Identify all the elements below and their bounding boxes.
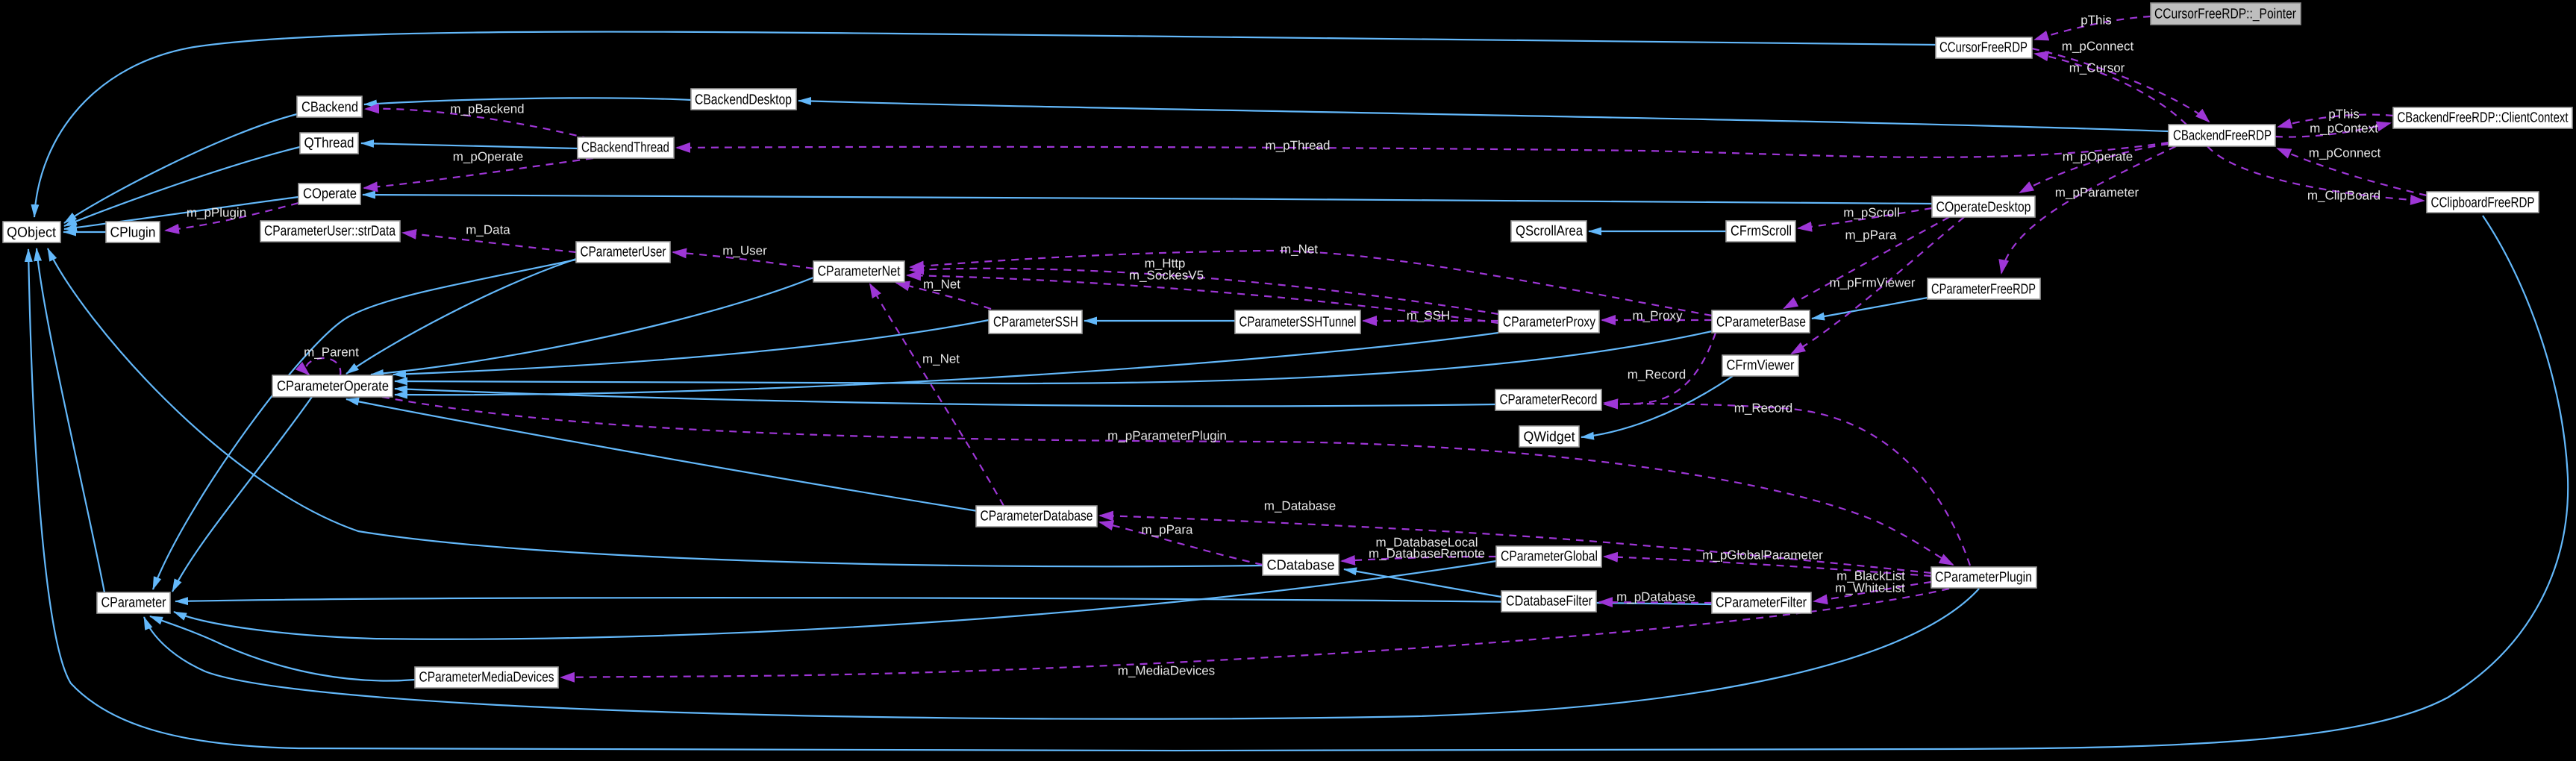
- svg-text:CCursorFreeRDP::_Pointer: CCursorFreeRDP::_Pointer: [2154, 7, 2297, 22]
- svg-text:m_SSH: m_SSH: [1407, 309, 1451, 323]
- svg-text:CDatabase: CDatabase: [1267, 558, 1335, 574]
- svg-text:CParameterGlobal: CParameterGlobal: [1501, 549, 1598, 565]
- svg-text:m_Http: m_Http: [1145, 257, 1186, 271]
- svg-text:m_pPara: m_pPara: [1845, 228, 1898, 242]
- svg-text:m_pConnect: m_pConnect: [2309, 146, 2381, 160]
- svg-text:CFrmScroll: CFrmScroll: [1731, 224, 1792, 239]
- svg-text:CParameterSSHTunnel: CParameterSSHTunnel: [1239, 315, 1357, 331]
- svg-text:CBackendFreeRDP::ClientContext: CBackendFreeRDP::ClientContext: [2398, 110, 2569, 126]
- svg-text:m_pScroll: m_pScroll: [1843, 206, 1900, 220]
- svg-text:m_SockesV5: m_SockesV5: [1129, 269, 1204, 283]
- svg-text:CCursorFreeRDP: CCursorFreeRDP: [1939, 40, 2028, 56]
- svg-text:CFrmViewer: CFrmViewer: [1727, 358, 1795, 374]
- svg-text:m_pGlobalParameter: m_pGlobalParameter: [1702, 548, 1823, 563]
- svg-text:COperateDesktop: COperateDesktop: [1936, 200, 2031, 216]
- svg-text:CParameterFilter: CParameterFilter: [1716, 595, 1807, 611]
- svg-text:m_pFrmViewer: m_pFrmViewer: [1830, 276, 1916, 290]
- svg-text:COperate: COperate: [303, 187, 357, 202]
- svg-text:pThis: pThis: [2328, 107, 2360, 122]
- svg-text:CParameterMediaDevices: CParameterMediaDevices: [419, 670, 554, 686]
- svg-text:CParameterPlugin: CParameterPlugin: [1935, 570, 2032, 586]
- svg-text:m_WhiteList: m_WhiteList: [1835, 581, 1905, 595]
- svg-text:m_pContext: m_pContext: [2310, 122, 2378, 136]
- svg-text:CBackendDesktop: CBackendDesktop: [695, 93, 792, 108]
- svg-text:m_Record: m_Record: [1734, 401, 1792, 416]
- svg-text:m_Net: m_Net: [1281, 242, 1318, 257]
- svg-text:m_pPlugin: m_pPlugin: [187, 206, 246, 220]
- svg-text:m_pDatabase: m_pDatabase: [1616, 590, 1695, 604]
- svg-text:QScrollArea: QScrollArea: [1516, 224, 1583, 239]
- svg-text:CParameterDatabase: CParameterDatabase: [981, 509, 1093, 524]
- svg-text:CDatabaseFilter: CDatabaseFilter: [1506, 594, 1593, 610]
- svg-text:CParameterOperate: CParameterOperate: [277, 379, 389, 395]
- svg-text:m_pConnect: m_pConnect: [2062, 40, 2134, 54]
- svg-text:m_pBackend: m_pBackend: [450, 102, 524, 116]
- svg-text:m_Proxy: m_Proxy: [1632, 309, 1683, 323]
- svg-text:CParameterProxy: CParameterProxy: [1503, 315, 1595, 331]
- svg-text:QWidget: QWidget: [1524, 430, 1576, 445]
- svg-text:CParameterBase: CParameterBase: [1716, 315, 1806, 331]
- svg-text:QObject: QObject: [7, 225, 57, 241]
- svg-text:CParameter: CParameter: [101, 595, 167, 611]
- svg-text:CPlugin: CPlugin: [110, 225, 156, 241]
- svg-text:m_Database: m_Database: [1264, 499, 1336, 513]
- svg-text:m_DatabaseLocal: m_DatabaseLocal: [1375, 536, 1478, 550]
- svg-text:m_Net: m_Net: [922, 352, 960, 366]
- svg-text:CParameterFreeRDP: CParameterFreeRDP: [1931, 282, 2036, 298]
- svg-text:m_User: m_User: [722, 244, 767, 258]
- svg-text:pThis: pThis: [2081, 13, 2112, 28]
- svg-text:m_Record: m_Record: [1628, 368, 1686, 382]
- svg-text:m_pParameter: m_pParameter: [2055, 186, 2139, 200]
- svg-text:m_pOperate: m_pOperate: [2063, 150, 2133, 164]
- svg-text:CParameterRecord: CParameterRecord: [1500, 392, 1598, 408]
- svg-text:CBackendThread: CBackendThread: [581, 140, 669, 156]
- svg-text:m_Data: m_Data: [466, 223, 510, 237]
- svg-text:CBackendFreeRDP: CBackendFreeRDP: [2173, 128, 2272, 144]
- svg-text:m_ClipBoard: m_ClipBoard: [2307, 189, 2380, 203]
- svg-text:m_DatabaseRemote: m_DatabaseRemote: [1369, 547, 1485, 561]
- svg-text:m_pParameterPlugin: m_pParameterPlugin: [1107, 429, 1227, 443]
- svg-text:CParameterSSH: CParameterSSH: [993, 315, 1078, 331]
- svg-text:m_pOperate: m_pOperate: [453, 150, 524, 164]
- svg-text:CBackend: CBackend: [301, 100, 358, 116]
- svg-text:m_BlackList: m_BlackList: [1836, 569, 1905, 583]
- svg-text:CClipboardFreeRDP: CClipboardFreeRDP: [2431, 195, 2535, 211]
- svg-text:m_Cursor: m_Cursor: [2069, 61, 2125, 75]
- svg-text:m_Net: m_Net: [923, 278, 960, 292]
- svg-text:CParameterUser: CParameterUser: [581, 245, 667, 260]
- svg-text:m_MediaDevices: m_MediaDevices: [1118, 664, 1215, 678]
- svg-text:m_pThread: m_pThread: [1266, 139, 1331, 153]
- svg-text:m_Parent: m_Parent: [304, 345, 359, 360]
- svg-text:CParameterUser::strData: CParameterUser::strData: [264, 224, 396, 239]
- svg-text:CParameterNet: CParameterNet: [818, 264, 901, 280]
- svg-text:m_pPara: m_pPara: [1142, 523, 1194, 537]
- svg-text:QThread: QThread: [304, 136, 354, 151]
